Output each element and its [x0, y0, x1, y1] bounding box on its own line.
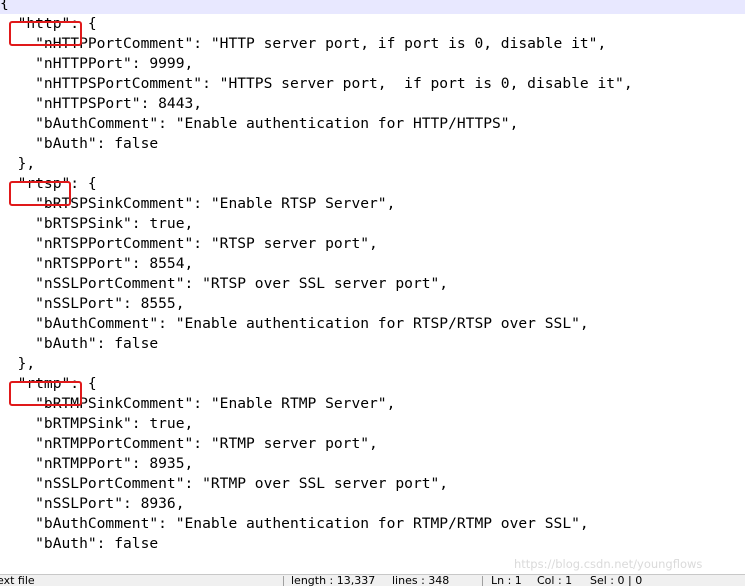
code-line: "bRTSPSinkComment": "Enable RTSP Server"…: [0, 195, 396, 212]
code-line: "bAuthComment": "Enable authentication f…: [0, 315, 589, 332]
code-line: "bRTMPSinkComment": "Enable RTMP Server"…: [0, 395, 396, 412]
code-line: "nSSLPortComment": "RTSP over SSL server…: [0, 275, 449, 292]
code-line: "bAuth": false: [0, 335, 159, 352]
code-line: "bAuth": false: [0, 135, 159, 152]
code-line: "nRTMPPortComment": "RTMP server port",: [0, 435, 378, 452]
status-length: length : 13,337: [291, 574, 376, 586]
status-ln: Ln : 1: [491, 574, 522, 586]
code-line: "bAuth": false: [0, 535, 159, 552]
status-bar: ext file length : 13,337 lines : 348 Ln …: [0, 574, 745, 586]
status-separator: [482, 576, 483, 586]
status-col: Col : 1: [537, 574, 573, 586]
status-lines: lines : 348: [392, 574, 450, 586]
code-line: "rtmp": {: [0, 375, 97, 392]
code-line: "nHTTPSPortComment": "HTTPS server port,…: [0, 75, 633, 92]
code-line: "http": {: [0, 15, 97, 32]
code-line: "nSSLPort": 8936,: [0, 495, 185, 512]
code-line: {: [0, 0, 745, 14]
status-file-type: ext file: [0, 574, 35, 586]
code-line: "bAuthComment": "Enable authentication f…: [0, 515, 589, 532]
code-line: "nRTSPPortComment": "RTSP server port",: [0, 235, 378, 252]
code-editor[interactable]: { "http": { "nHTTPPortComment": "HTTP se…: [0, 0, 745, 574]
code-line: "nHTTPPort": 9999,: [0, 55, 194, 72]
code-line: },: [0, 155, 36, 172]
code-line: "nRTMPPort": 8935,: [0, 455, 194, 472]
code-line: "nHTTPSPort": 8443,: [0, 95, 203, 112]
code-line: },: [0, 355, 36, 372]
code-line: "nRTSPPort": 8554,: [0, 255, 194, 272]
code-line: "bRTMPSink": true,: [0, 415, 194, 432]
code-line: "bRTSPSink": true,: [0, 215, 194, 232]
code-line: "nHTTPPortComment": "HTTP server port, i…: [0, 35, 607, 52]
status-sel: Sel : 0 | 0: [590, 574, 643, 586]
code-line: "bAuthComment": "Enable authentication f…: [0, 115, 519, 132]
code-line: "nSSLPort": 8555,: [0, 295, 185, 312]
code-line: "nSSLPortComment": "RTMP over SSL server…: [0, 475, 449, 492]
code-line: "rtsp": {: [0, 175, 97, 192]
status-separator: [283, 576, 284, 586]
